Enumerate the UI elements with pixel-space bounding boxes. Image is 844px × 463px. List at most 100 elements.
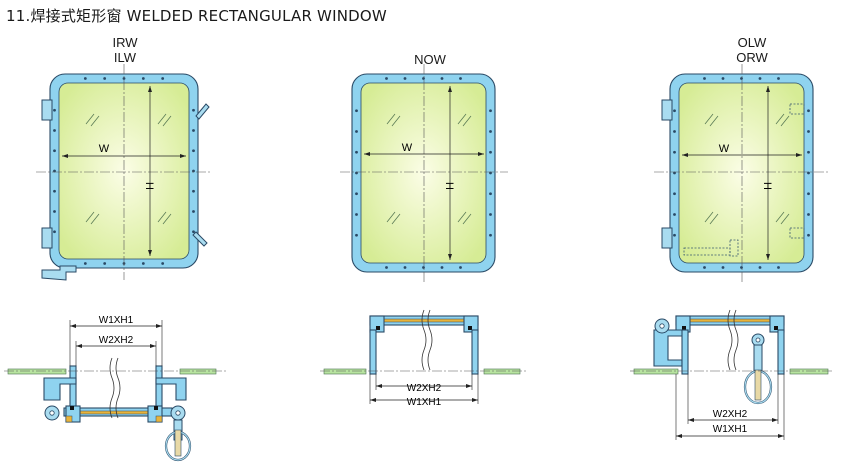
frame-bolt [721, 266, 725, 269]
frame-bolt [161, 262, 165, 265]
front-view-irw: W H [36, 64, 212, 281]
frame-bolt [459, 77, 462, 80]
frame-bolt [807, 213, 810, 216]
glass-reflections [386, 113, 472, 225]
dimension-outer-label: W1XH1 [407, 397, 442, 408]
hull-plate [323, 368, 367, 375]
frame-bolt [440, 266, 444, 269]
hull-plate [483, 368, 521, 375]
frame-bolt [192, 149, 195, 153]
frame-bolt [192, 230, 195, 234]
frame-bolt [141, 262, 145, 265]
frame-bolt [385, 77, 388, 80]
latch-handle [195, 103, 210, 120]
frame-bolt [489, 109, 492, 113]
frame-bolt [703, 77, 706, 80]
frame-bolt [355, 150, 358, 154]
coaming-wall [777, 329, 785, 375]
glass-pane-section [687, 318, 773, 323]
frame-bolt [673, 213, 676, 216]
bottom-bracket [41, 265, 77, 281]
frame-bolt [489, 130, 492, 133]
dimension-outer-label: W1XH1 [713, 424, 748, 435]
frame-bolt [403, 77, 407, 80]
frame-bolt [355, 130, 358, 133]
frame-bolt [53, 129, 56, 132]
glass-reflections [85, 113, 172, 225]
frame-bolt [161, 77, 165, 80]
hinge-block [661, 99, 673, 121]
frame-bolt [192, 129, 195, 132]
frame-bolt [807, 192, 810, 196]
frame-bolt [673, 130, 676, 133]
frame-bolt [703, 266, 706, 269]
coaming-wall [69, 365, 77, 411]
frame-bolt [758, 77, 762, 80]
coaming-flange [155, 377, 187, 401]
caption-line: ORW [736, 50, 768, 65]
frame-bolt [355, 213, 358, 216]
section-view-irw: W1XH1 W2XH2 [4, 315, 228, 462]
frame-bolt [440, 77, 444, 80]
page-title: 11.焊接式矩形窗 WELDED RECTANGULAR WINDOW [6, 7, 387, 25]
frame-bolt [807, 233, 810, 237]
frame-bolt [53, 230, 56, 234]
hull-plate [789, 368, 829, 375]
frame-bolt [673, 192, 676, 196]
frame-bolt [489, 150, 492, 154]
dimension-inner-label: W2XH2 [407, 383, 442, 394]
frame-bolt [422, 77, 425, 80]
frame-bolt [489, 233, 492, 237]
frame-bolt [103, 77, 107, 80]
dimension-width-label: W [402, 142, 413, 154]
frame-bolt [192, 189, 195, 193]
frame-bolt [192, 108, 195, 112]
coaming-wall [471, 329, 479, 375]
frame-bolt [83, 262, 87, 265]
clamp-right [463, 315, 479, 333]
frame-bolt [740, 77, 743, 80]
frame-bolt [459, 266, 462, 269]
frame-bolt [53, 149, 56, 153]
hinge-block [41, 99, 53, 121]
hidden-latch-parts [683, 103, 805, 257]
coaming-flange [43, 377, 77, 401]
frame-bolt [673, 109, 676, 113]
dimension-inner-label: W2XH2 [713, 409, 748, 420]
coaming-wall [369, 329, 377, 375]
frame-bolt [489, 192, 492, 196]
frame-bolt [355, 109, 358, 113]
coaming-wall [681, 329, 689, 375]
window-caption-olw: OLW ORW [722, 35, 782, 65]
hull-plate [7, 368, 67, 375]
frame-bolt [53, 189, 56, 193]
frame-bolt [777, 266, 780, 269]
frame-bolt [489, 213, 492, 216]
frame-bolt [807, 130, 810, 133]
dimension-height-label: H [143, 182, 155, 190]
frame-bolt [807, 150, 810, 154]
hinge-block [41, 227, 53, 249]
frame-bolt [141, 77, 145, 80]
frame-bolt [721, 77, 725, 80]
section-view-olw: W2XH2 W1XH1 [630, 309, 832, 440]
dimension-width-label: W [99, 143, 110, 155]
frame-bolts [355, 77, 492, 269]
dimension-outer-label: W1XH1 [99, 315, 134, 326]
frame-bolt [807, 109, 810, 113]
front-view-olw: W H [654, 64, 830, 282]
frame-bolt [673, 150, 676, 154]
frame-bolt [355, 192, 358, 196]
frame-bolt [53, 210, 56, 213]
frame-bolt [758, 266, 762, 269]
caption-line: OLW [737, 35, 767, 50]
glass-reflections [704, 113, 790, 225]
dimension-height-label: H [443, 182, 455, 190]
caption-line: IRW [112, 35, 138, 50]
window-caption-irw: IRW ILW [100, 35, 150, 65]
frame-bolt [103, 262, 107, 265]
frame-bolt [673, 233, 676, 237]
caption-line: ILW [113, 50, 137, 65]
caption-line: NOW [414, 52, 446, 67]
